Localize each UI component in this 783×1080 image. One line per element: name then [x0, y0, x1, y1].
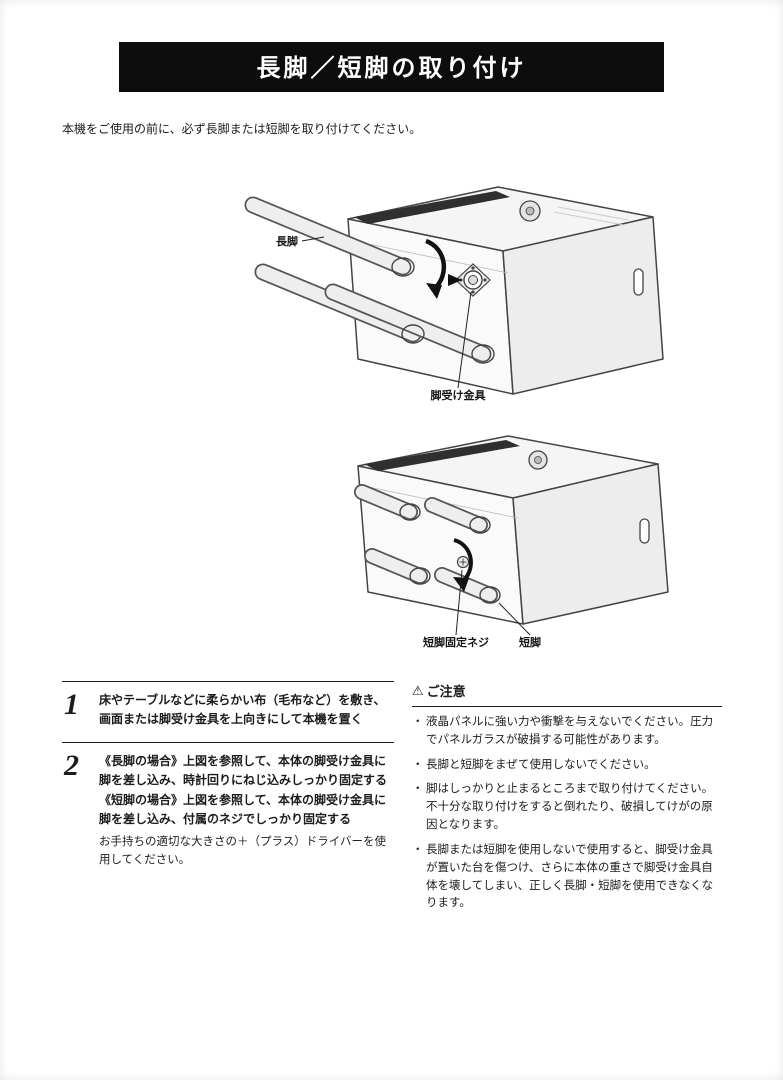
connector-knob-center: [534, 456, 542, 464]
label-short-leg: 短脚: [519, 635, 541, 649]
label-screw-leader: [455, 569, 463, 636]
step-2-text-long-leg: 《長脚の場合》上図を参照して、本体の脚受け金具に脚を差し込み、時計回りにねじ込み…: [99, 753, 388, 788]
bullet-icon: ・: [412, 716, 424, 728]
step-1-number: 1: [64, 688, 79, 721]
caution-item: ・ 長脚または短脚を使用しないで使用すると、脚受け金具が置いた台を傷つけ、さらに…: [412, 842, 722, 913]
device-side-panel: [512, 463, 669, 625]
step-2-body: 《長脚の場合》上図を参照して、本体の脚受け金具に脚を差し込み、時計回りにねじ込み…: [99, 752, 392, 870]
short-leg: [355, 485, 417, 519]
long-legs: [244, 196, 495, 364]
insert-arrow: [448, 274, 462, 286]
caution-header: ⚠ ご注意: [412, 681, 722, 707]
caution-item-text: 長脚と短脚をまぜて使用しないでください。: [426, 758, 656, 771]
rotation-arrow: [425, 238, 447, 299]
caution-item: ・ 長脚と短脚をまぜて使用しないでください。: [412, 757, 722, 775]
long-leg: [246, 198, 410, 274]
bullet-icon: ・: [412, 843, 424, 856]
long-leg: [326, 285, 490, 361]
short-leg: [365, 549, 427, 583]
short-leg: [425, 498, 487, 532]
bracket-bolt: [483, 278, 487, 282]
bracket-bolt: [471, 266, 475, 270]
step-1-body: 床やテーブルなどに柔らかい布（毛布など）を敷き、画面または脚受け金具を上向きにし…: [99, 691, 392, 730]
leg-bracket: [455, 263, 491, 297]
label-bracket: 脚受け金具: [431, 388, 486, 402]
figure-long-leg-attachment: 長脚 脚受け金具: [158, 149, 783, 414]
rotation-arrowhead: [426, 283, 442, 299]
instructions-section: 1 床やテーブルなどに柔らかい布（毛布など）を敷き、画面または脚受け金具を上向き…: [62, 681, 722, 913]
label-long-leg: 長脚: [276, 234, 298, 248]
step-1: 1 床やテーブルなどに柔らかい布（毛布など）を敷き、画面または脚受け金具を上向き…: [62, 681, 394, 742]
caution-item-text: 長脚または短脚を使用しないで使用すると、脚受け金具が置いた台を傷つけ、さらに本体…: [426, 843, 714, 910]
steps-column: 1 床やテーブルなどに柔らかい布（毛布など）を敷き、画面または脚受け金具を上向き…: [62, 681, 394, 913]
leg-base-ring: [399, 503, 421, 521]
label-long-leg-leader: [301, 236, 325, 242]
handle-slot: [639, 518, 650, 544]
step-2-note: お手持ちの適切な大きさの＋（プラス）ドライバーを使用してください。: [99, 835, 387, 867]
caution-item-text: 脚はしっかりと止まるところまで取り付けてください。不十分な取り付けをすると倒れた…: [426, 783, 714, 832]
label-short-leg-leader: [498, 602, 531, 636]
control-panel-strip: [354, 191, 510, 224]
long-leg-diagram: 長脚 脚受け金具: [244, 186, 664, 402]
handle-slot: [633, 268, 644, 296]
caution-item: ・ 脚はしっかりと止まるところまで取り付けてください。不十分な取り付けをすると倒…: [412, 781, 722, 834]
device-side-panel: [502, 216, 664, 395]
intro-text: 本機をご使用の前に、必ず長脚または短脚を取り付けてください。: [62, 122, 422, 136]
bullet-icon: ・: [412, 758, 424, 771]
bullet-icon: ・: [412, 783, 424, 796]
device-body: [347, 186, 664, 395]
label-screw: 短脚固定ネジ: [423, 635, 489, 649]
step-2-number: 2: [64, 748, 79, 782]
fixing-screw: [456, 555, 470, 569]
leg-base-ring: [401, 324, 425, 344]
leg-base-ring: [469, 516, 491, 534]
leg-base-ring: [409, 567, 431, 585]
section-title-bar: 長脚／短脚の取り付け: [119, 42, 664, 92]
vent-line: [557, 206, 629, 221]
control-panel-strip: [364, 440, 520, 471]
connector-knob-center: [525, 206, 535, 216]
caution-column: ⚠ ご注意 ・ 液晶パネルに強い力や衝撃を与えないでください。圧力でパネルガラス…: [412, 681, 722, 913]
vent-line: [553, 211, 625, 226]
caution-item-text: 液晶パネルに強い力や衝撃を与えないでください。圧力でパネルガラスが破損する可能性…: [426, 716, 714, 746]
leg-base-ring: [391, 257, 415, 277]
leg-base-ring: [479, 586, 501, 604]
step-1-text: 床やテーブルなどに柔らかい布（毛布など）を敷き、画面または脚受け金具を上向きにし…: [99, 693, 386, 727]
bracket-hole: [468, 275, 478, 285]
leg-base-ring: [471, 344, 495, 364]
figure-labels: 長脚 脚受け金具: [276, 234, 486, 402]
caution-title: ご注意: [426, 684, 466, 699]
step-2: 2 《長脚の場合》上図を参照して、本体の脚受け金具に脚を差し込み、時計回りにねじ…: [62, 741, 394, 882]
label-bracket-leader: [457, 291, 472, 389]
device-body: [357, 435, 669, 625]
caution-item: ・ 液晶パネルに強い力や衝撃を与えないでください。圧力でパネルガラスが破損する可…: [412, 714, 722, 750]
short-leg-diagram: 短脚固定ネジ 短脚: [354, 435, 669, 649]
figure-short-leg-attachment: 短脚固定ネジ 短脚: [158, 414, 783, 659]
bracket-bolt: [471, 290, 475, 294]
page-title: 長脚／短脚の取り付け: [256, 55, 527, 82]
figure-labels: 短脚固定ネジ 短脚: [423, 569, 541, 649]
warning-icon: ⚠: [412, 682, 424, 698]
step-2-text-short-leg: 《短脚の場合》上図を参照して、本体の脚受け金具に脚を差し込み、付属のネジでしっか…: [99, 792, 387, 827]
panel-seam: [353, 240, 509, 274]
